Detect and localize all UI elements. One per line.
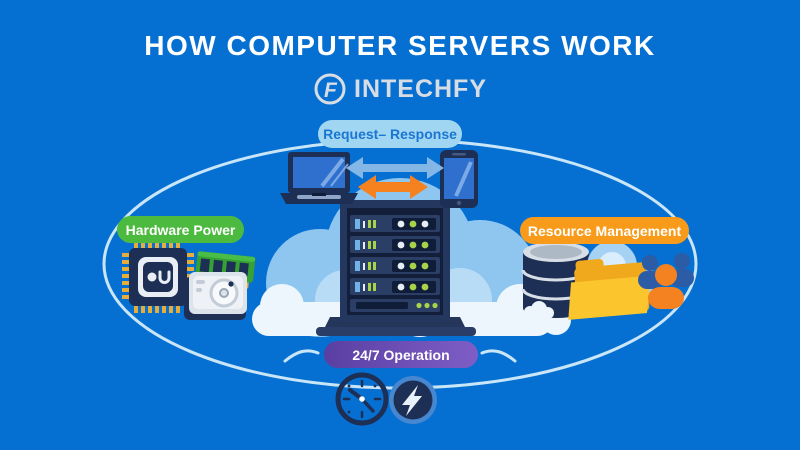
server-row	[350, 278, 440, 295]
folder-icon	[568, 258, 651, 320]
badge-resource-management: Resource Management	[520, 217, 689, 244]
clock-icon	[335, 372, 389, 426]
brand-name: INTECHFY	[354, 74, 487, 103]
hard-drive-icon	[184, 272, 247, 320]
cpu-icon	[122, 241, 194, 313]
server-row	[350, 236, 440, 253]
server-row-small	[350, 299, 440, 312]
badge-hardware-power: Hardware Power	[117, 216, 244, 243]
database-icon	[521, 242, 591, 319]
lightning-icon	[389, 376, 437, 424]
double-arrow-orange-icon	[358, 175, 428, 199]
badge-request-response: Request– Response	[318, 120, 462, 148]
server-row	[350, 257, 440, 274]
double-arrow-blue-icon	[346, 157, 444, 179]
smartphone-icon	[440, 150, 478, 208]
small-cloud-icon	[524, 301, 554, 319]
users-icon	[638, 253, 694, 309]
server-row	[350, 215, 440, 232]
brand-logo-icon: F	[314, 73, 346, 105]
brand-logo: F INTECHFY	[0, 72, 800, 106]
badge-24-7-operation: 24/7 Operation	[324, 341, 478, 368]
brand-logo-letter: F	[324, 79, 338, 102]
laptop-icon	[280, 152, 358, 204]
server-rack-icon	[316, 200, 476, 336]
page-title: HOW COMPUTER SERVERS WORK	[144, 30, 656, 61]
